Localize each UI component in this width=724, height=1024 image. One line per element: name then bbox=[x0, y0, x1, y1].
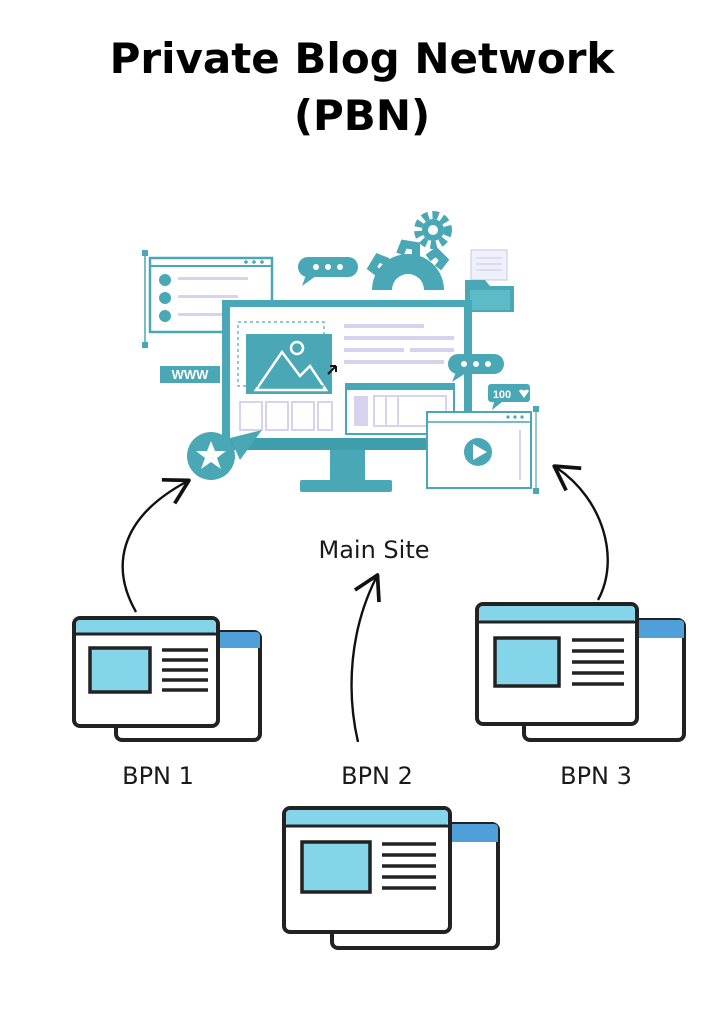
monitor bbox=[222, 300, 472, 492]
chat-bubble-right-icon bbox=[448, 354, 504, 382]
gear-icon bbox=[414, 211, 452, 249]
video-player-window bbox=[426, 406, 539, 494]
title-line-2: (PBN) bbox=[293, 91, 431, 140]
arrow-bpn-1-to-main-site bbox=[121, 477, 191, 613]
svg-text:100: 100 bbox=[493, 389, 511, 401]
bpn-1-label: BPN 1 bbox=[122, 762, 194, 790]
arrow-bpn-3-to-main-site bbox=[552, 464, 609, 601]
bpn-3-label: BPN 3 bbox=[560, 762, 632, 790]
arrows bbox=[121, 464, 609, 743]
bpn-2-label: BPN 2 bbox=[341, 762, 413, 790]
svg-text:WWW: WWW bbox=[172, 367, 210, 382]
diagram-title: Private Blog Network (PBN) bbox=[0, 30, 724, 144]
large-gear-icon bbox=[366, 239, 450, 290]
chat-bubble-icon bbox=[298, 257, 358, 286]
main-site-illustration: WWW bbox=[142, 211, 539, 494]
bpn-2-icon bbox=[282, 806, 500, 950]
www-badge: WWW bbox=[160, 366, 220, 383]
star-badge-icon bbox=[187, 430, 262, 480]
bpn-3-icon bbox=[475, 602, 686, 742]
folder-icon bbox=[465, 249, 514, 312]
bpn-1-icon bbox=[72, 616, 262, 742]
arrow-bpn-2-to-main-site bbox=[350, 573, 381, 743]
title-line-1: Private Blog Network bbox=[109, 34, 615, 83]
main-site-label: Main Site bbox=[318, 536, 430, 564]
likes-badge: 100 bbox=[488, 384, 530, 410]
